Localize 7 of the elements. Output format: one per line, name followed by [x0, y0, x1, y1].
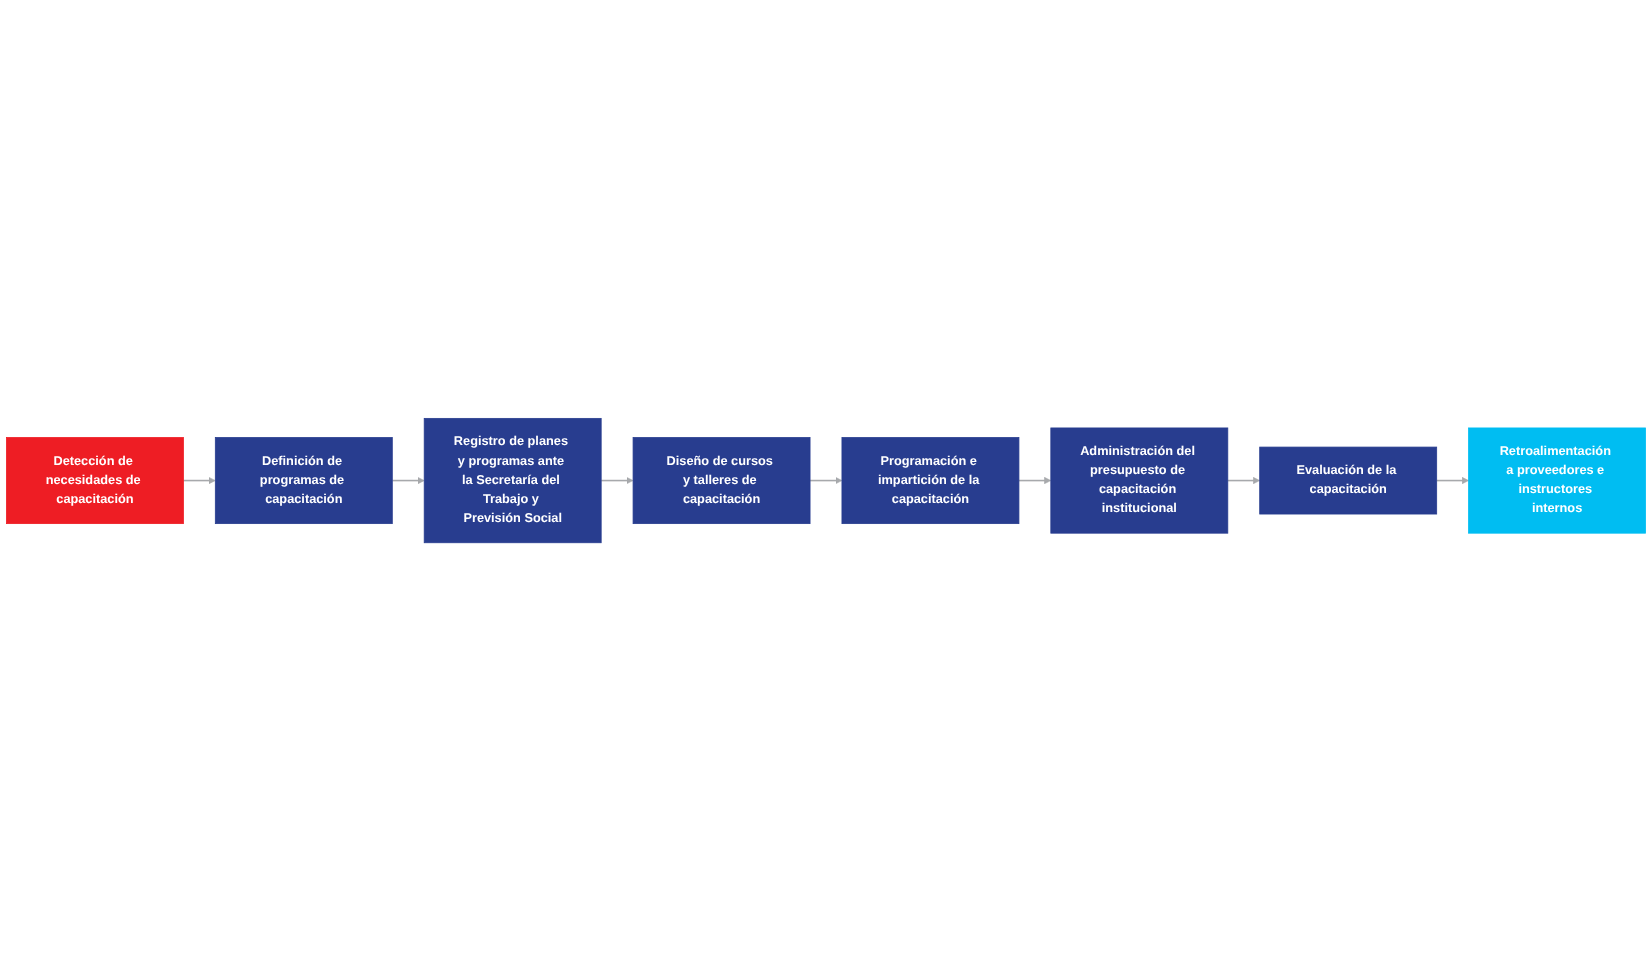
arrow [809, 476, 843, 484]
arrow [1227, 476, 1260, 484]
arrow [1435, 476, 1469, 484]
arrow [1018, 476, 1052, 484]
arrow [182, 476, 216, 484]
arrow [391, 476, 425, 484]
arrow [600, 476, 634, 484]
